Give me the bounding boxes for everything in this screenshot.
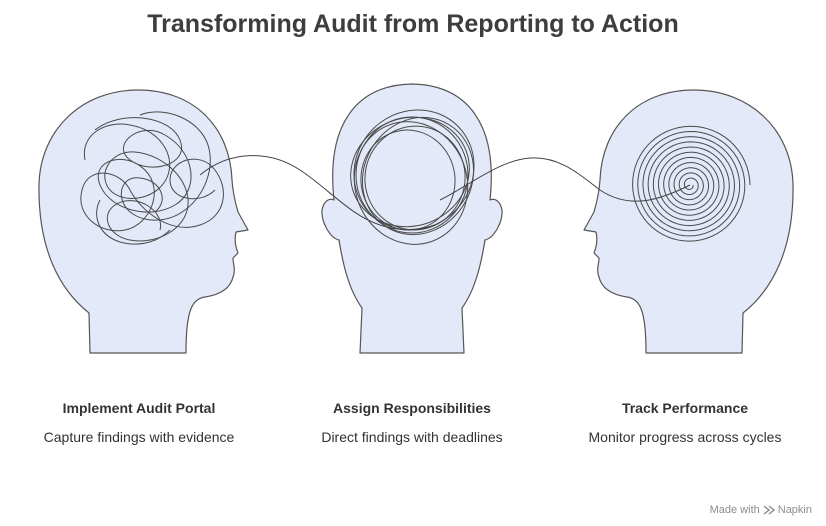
connector-line-left	[199, 155, 436, 230]
napkin-logo-icon	[763, 505, 775, 515]
head-profile-left	[38, 89, 249, 354]
stage-2-caption: Assign Responsibilities Direct findings …	[312, 400, 512, 446]
head-front-center	[321, 83, 503, 354]
stage-3-caption: Track Performance Monitor progress acros…	[585, 400, 785, 446]
watermark-prefix: Made with	[709, 504, 760, 516]
spiral-icon	[632, 125, 751, 242]
connector-line-right	[439, 157, 691, 202]
stage-1-description: Capture findings with evidence	[43, 429, 235, 445]
made-with-napkin-watermark[interactable]: Made with Napkin	[710, 504, 812, 516]
stage-3-title: Track Performance	[621, 400, 749, 416]
stage-3-description: Monitor progress across cycles	[588, 429, 782, 445]
stage-2-title: Assign Responsibilities	[333, 400, 491, 416]
diagram-title: Transforming Audit from Reporting to Act…	[147, 10, 679, 38]
stage-1-caption: Implement Audit Portal Capture findings …	[39, 400, 239, 446]
head-profile-right	[583, 89, 794, 354]
tangled-scribble-icon	[80, 111, 224, 245]
stage-2-description: Direct findings with deadlines	[321, 429, 503, 445]
stage-1-title: Implement Audit Portal	[62, 400, 216, 416]
watermark-brand: Napkin	[777, 504, 812, 516]
